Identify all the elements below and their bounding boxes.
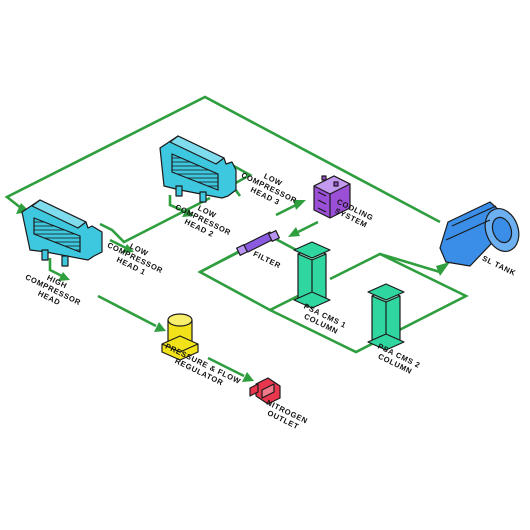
label-nitrogen-outlet: NITROGEN OUTLET: [265, 398, 309, 431]
high-compressor-head-icon: [21, 199, 103, 267]
arrow-to-filter: [288, 227, 300, 237]
pipe-to-tank: [379, 252, 441, 274]
label-psa-cms-2: PSA CMS 2 COLUMN: [376, 342, 421, 376]
psa-cms-1-column-icon: [293, 241, 331, 309]
pipe-high-to-low-head-1: [99, 196, 211, 244]
arrow-into-tank: [436, 262, 450, 276]
pipe-low-head-1-out: [109, 238, 127, 250]
nitrogen-outlet-icon: [249, 377, 281, 405]
pipe-network: [4, 95, 469, 382]
label-sl-tank-line-1: SL TANK: [481, 254, 518, 278]
sl-tank-icon: [439, 201, 520, 267]
label-psa-cms-1: PSA CMS 1 COLUMN: [302, 302, 347, 336]
arrow-high-head-out: [58, 272, 70, 281]
label-filter: FILTER: [252, 249, 283, 270]
arrow-into-regulator: [154, 322, 166, 332]
pipe-high-head-bottom: [48, 258, 63, 278]
pipe-filter-to-columns: [197, 250, 303, 312]
low-compressor-head-unit-icon: [159, 135, 237, 203]
arrow-low-head-2: [182, 208, 194, 217]
pipe-psa-loop: [269, 252, 469, 354]
pipe-to-outlet: [207, 356, 245, 378]
arrow-into-outlet: [242, 372, 254, 382]
pipe-to-cooling: [275, 203, 297, 217]
cooling-system-icon: [313, 175, 351, 219]
pipe-low-head-2: [168, 195, 187, 214]
filter-icon: [236, 230, 280, 256]
pipe-to-regulator: [97, 294, 157, 328]
label-filter-line-1: FILTER: [252, 249, 283, 270]
arrow-to-cooling: [293, 200, 306, 210]
label-cooling-system: COOLING SYSTEM: [334, 197, 375, 230]
arrow-low-head-1: [122, 244, 134, 253]
pipe-tank-to-high-head: [4, 95, 441, 224]
pipe-cooling-to-filter: [297, 220, 319, 234]
label-sl-tank: SL TANK: [481, 254, 518, 278]
pressure-flow-regulator-icon: [161, 313, 199, 361]
psa-cms-2-column-icon: [367, 283, 405, 351]
